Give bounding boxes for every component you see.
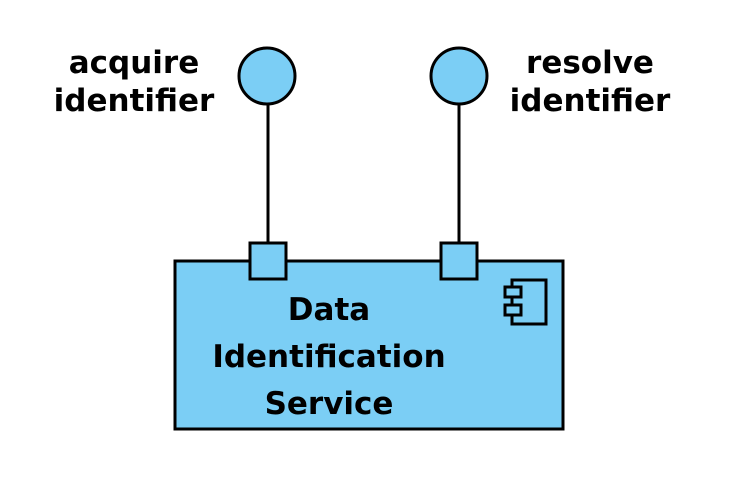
acquire-identifier-label: acquire identifier bbox=[36, 44, 232, 120]
label-line: resolve bbox=[526, 45, 654, 81]
resolve-port[interactable] bbox=[439, 241, 479, 281]
resolve-identifier-interface[interactable] bbox=[429, 46, 489, 106]
acquire-identifier-interface[interactable] bbox=[237, 46, 297, 106]
component-name-line: Identification bbox=[212, 339, 446, 375]
label-line: acquire bbox=[68, 45, 200, 81]
component-box[interactable] bbox=[173, 259, 565, 431]
label-line: identifier bbox=[53, 83, 215, 119]
resolve-identifier-label: resolve identifier bbox=[490, 44, 690, 120]
component-name: Data Identification Service bbox=[176, 287, 482, 428]
label-line: identifier bbox=[509, 83, 671, 119]
component-name-line: Service bbox=[264, 386, 394, 422]
acquire-port[interactable] bbox=[248, 241, 288, 281]
component-name-line: Data bbox=[287, 292, 371, 328]
component-icon bbox=[503, 278, 548, 326]
